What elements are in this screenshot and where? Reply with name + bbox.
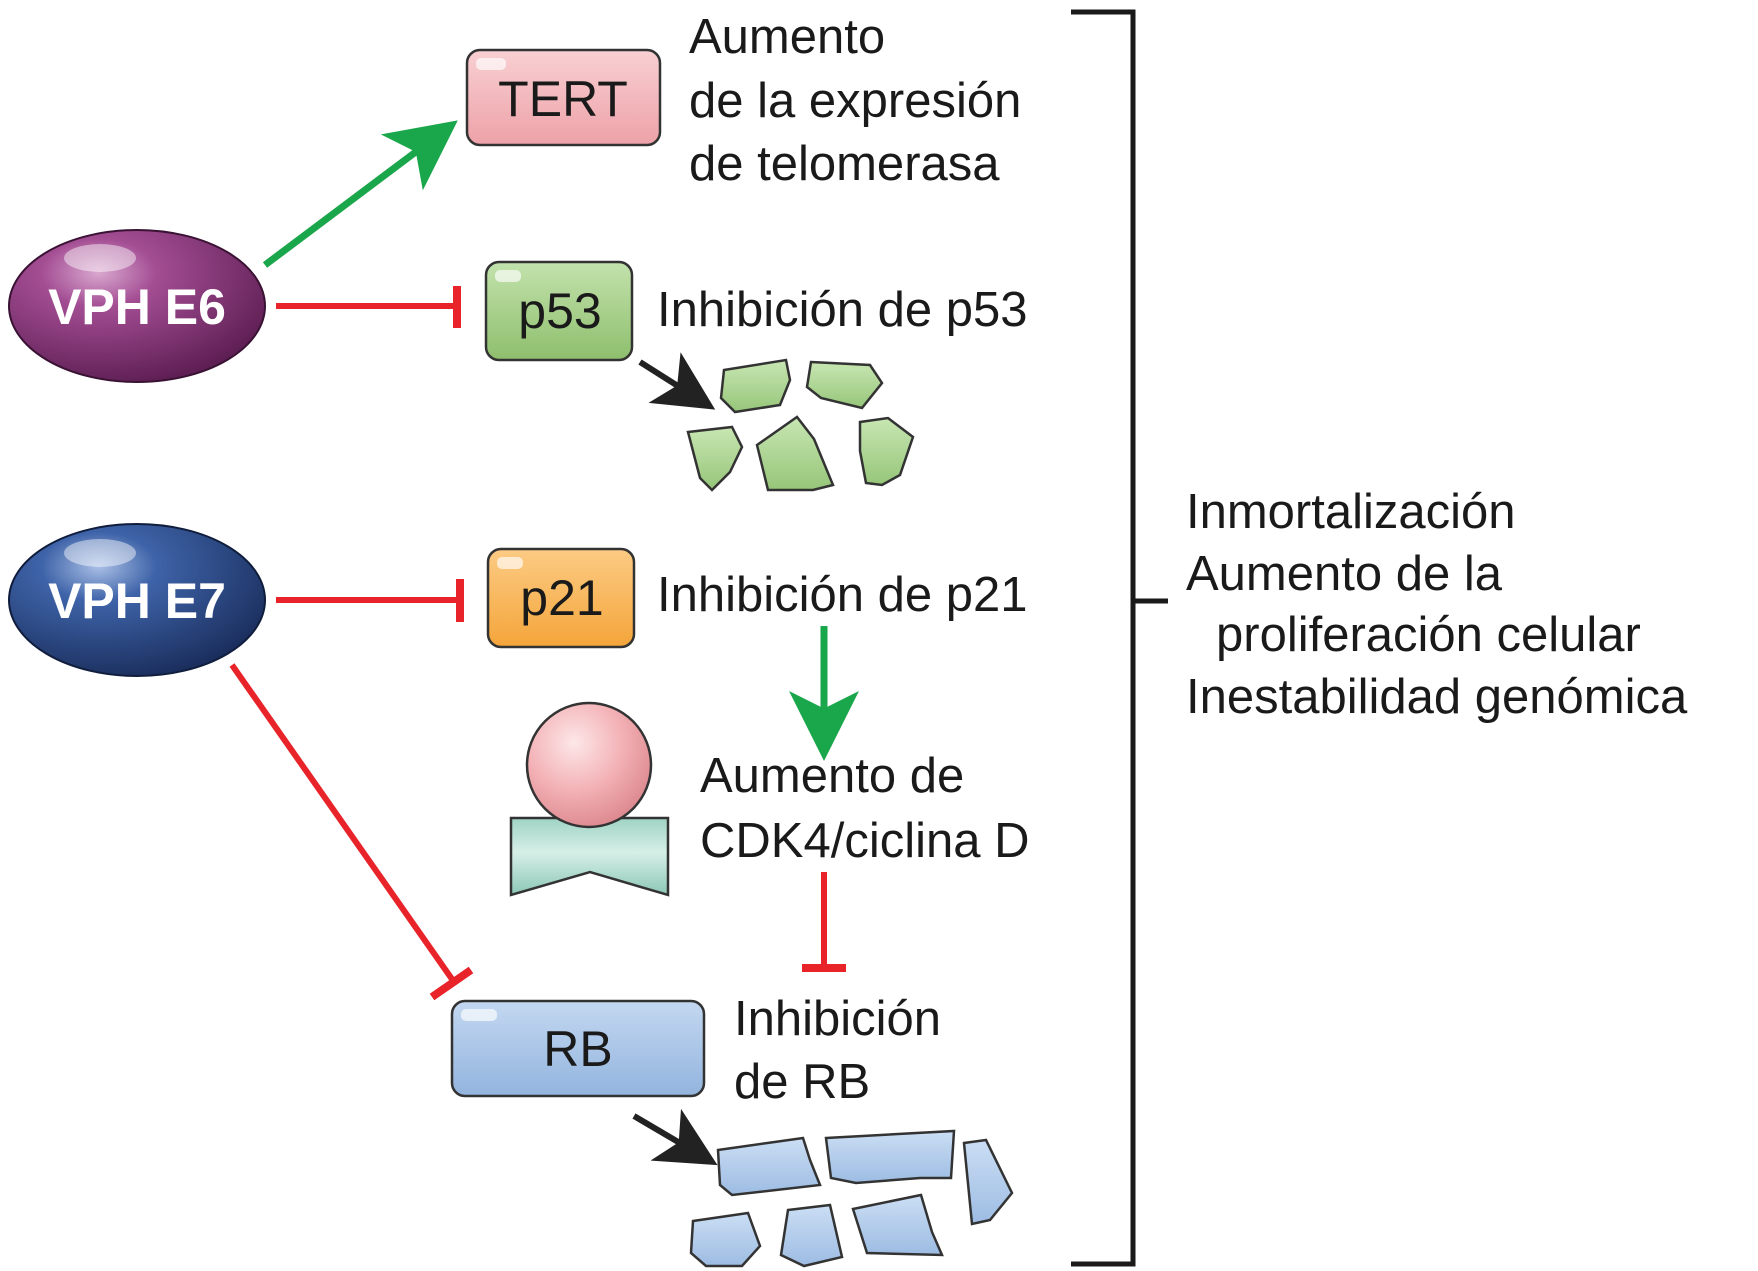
p53-label: p53 <box>518 283 601 339</box>
outcome-bracket <box>1071 9 1168 1267</box>
outcomes-label: Inmortalización Aumento de la proliferac… <box>1186 485 1688 724</box>
p21-effect-label: Inhibición de p21 <box>657 568 1028 622</box>
p53-effect-label: Inhibición de p53 <box>657 283 1028 337</box>
cdk4-cyclin-d-complex <box>509 701 670 897</box>
p53-degradation-arrow <box>638 352 716 410</box>
vph-e7-label: VPH E7 <box>48 573 226 629</box>
p53-box: p53 <box>484 260 634 362</box>
rb-box: RB <box>450 999 706 1098</box>
e6-to-tert-activation-arrow <box>262 120 458 268</box>
p21-box: p21 <box>486 547 636 649</box>
e6-inhibits-p53 <box>276 286 461 328</box>
vph-e6-label: VPH E6 <box>48 279 226 335</box>
tert-label: TERT <box>498 71 628 127</box>
rb-label: RB <box>543 1021 612 1077</box>
cdk4-effect-label: Aumento de CDK4/ciclina D <box>700 749 1029 868</box>
tert-effect-label: Aumento de la expresión de telomerasa <box>689 10 1035 191</box>
rb-degraded-fragments <box>689 1129 1014 1268</box>
cdk4-inhibits-rb <box>802 872 846 972</box>
rb-effect-label: Inhibición de RB <box>734 992 955 1109</box>
p21-label: p21 <box>520 570 603 626</box>
p53-degraded-fragments <box>686 358 915 492</box>
vph-e7-node: VPH E7 <box>8 523 266 677</box>
e7-inhibits-rb <box>229 663 474 1001</box>
rb-degradation-arrow <box>632 1108 718 1166</box>
tert-box: TERT <box>465 48 662 147</box>
e7-inhibits-p21 <box>276 579 464 622</box>
vph-e6-node: VPH E6 <box>8 229 266 383</box>
